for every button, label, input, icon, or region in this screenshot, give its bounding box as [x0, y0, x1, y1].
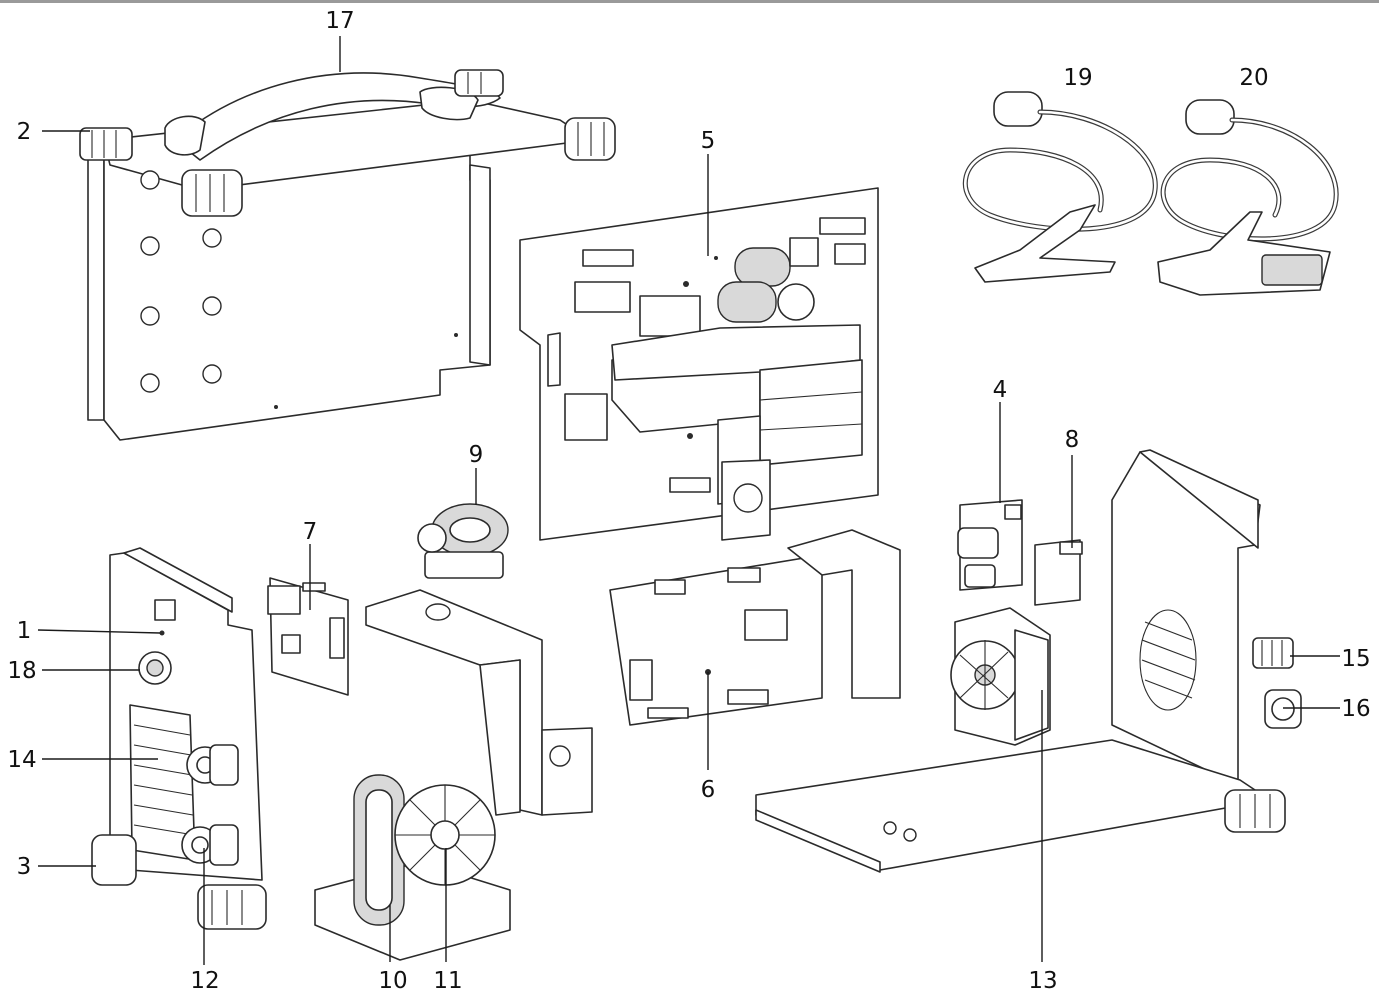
- callout-3: 3: [17, 854, 32, 880]
- callout-1: 1: [17, 618, 32, 644]
- earth-clamp-cable: [962, 91, 1158, 283]
- top-rule: [0, 0, 1379, 3]
- electrode-holder-cable: [1157, 99, 1339, 296]
- rear-panel-base: [755, 449, 1302, 873]
- small-control-pcb: [267, 577, 349, 696]
- callout-2: 2: [17, 119, 32, 145]
- transformer-base: [314, 774, 511, 961]
- output-choke: [417, 503, 509, 579]
- callout-18: 18: [7, 658, 36, 684]
- callout-7: 7: [303, 519, 318, 545]
- callout-4: 4: [993, 377, 1008, 403]
- front-panel: [91, 547, 267, 930]
- callout-19: 19: [1063, 65, 1092, 91]
- callout-12: 12: [190, 968, 219, 992]
- callout-15: 15: [1341, 646, 1370, 672]
- corner-foot-top-left: [79, 127, 133, 161]
- callout-9: 9: [469, 442, 484, 468]
- callout-10: 10: [378, 968, 407, 992]
- corner-foot-front-right: [564, 117, 616, 161]
- line-filter: [1034, 539, 1083, 606]
- main-pcb-plate: [519, 187, 879, 541]
- relay-board: [957, 499, 1023, 591]
- control-pcb-bracket: [609, 529, 901, 726]
- top-cover-assembly: [79, 69, 616, 441]
- leader-lines: [37, 36, 1340, 965]
- callout-5: 5: [701, 128, 716, 154]
- callout-16: 16: [1341, 696, 1370, 722]
- callout-8: 8: [1065, 427, 1080, 453]
- cooling-fan: [950, 607, 1051, 746]
- callout-20: 20: [1239, 65, 1268, 91]
- corner-foot-front-left: [181, 169, 243, 217]
- callout-6: 6: [701, 777, 716, 803]
- callout-11: 11: [433, 968, 462, 992]
- callout-17: 17: [325, 8, 354, 34]
- callout-labels: 17 2 5 19 20 4 8 9 7 1 18 14 3 12 10 11 …: [7, 8, 1370, 992]
- center-bracket: [365, 589, 593, 816]
- callout-14: 14: [7, 747, 36, 773]
- corner-foot-top-right: [454, 69, 504, 97]
- callout-13: 13: [1028, 968, 1057, 992]
- fan-grille: [1139, 609, 1197, 711]
